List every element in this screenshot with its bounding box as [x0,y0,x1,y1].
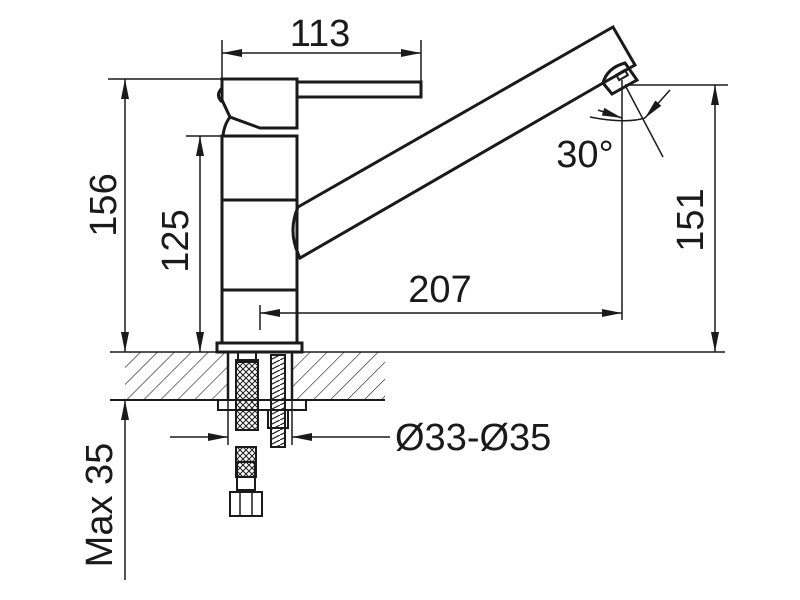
handle [217,77,423,137]
dim-lever-length: 113 [290,13,351,55]
mounting-hardware [217,351,307,517]
dimension-lines [108,40,728,580]
countertop [110,351,725,401]
dim-hole-diameter: Ø33-Ø35 [395,417,551,459]
dim-body-height: 125 [155,209,197,272]
dim-spout-height: 151 [670,188,712,251]
spout [291,24,640,261]
dim-spout-angle: 30° [556,134,613,176]
dim-total-height: 156 [83,173,125,236]
dim-spout-reach: 207 [408,269,471,311]
faucet-body [215,134,304,354]
dim-max-thickness: Max 35 [79,443,121,568]
